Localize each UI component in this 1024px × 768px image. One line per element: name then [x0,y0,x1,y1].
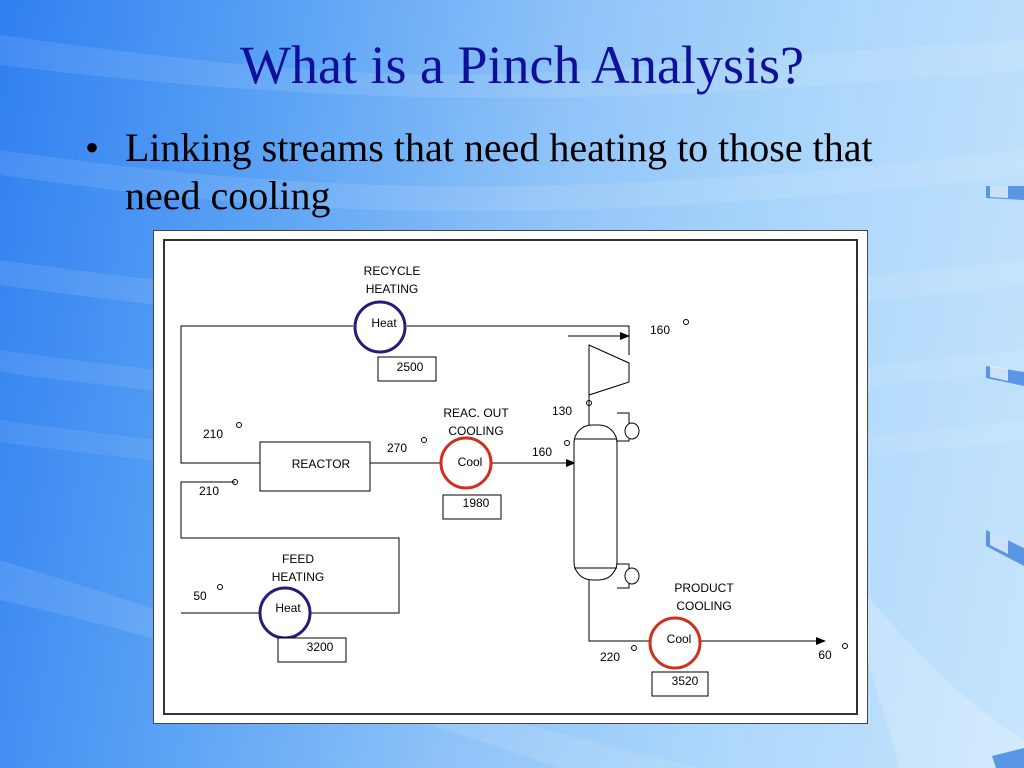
reac-out-duty-box [442,494,502,520]
slide-title: What is a Pinch Analysis? [240,35,804,95]
feed-heater: Heat 3200 FEED HEATING [258,552,347,663]
reac-out-duty: 1980 [463,496,490,510]
recycle-duty: 2500 [397,360,424,374]
reactor-box [259,441,371,492]
recycle-label-2: HEATING [366,282,418,296]
bottoms-line [588,580,650,642]
temp-product-out: 60 [818,648,832,662]
temp-bottoms-out: 220 [600,650,620,664]
compressor-icon [588,344,630,396]
reac-out-cooler: Cool 1980 REAC. OUT COOLING [439,406,509,520]
product-label-1: PRODUCT [674,581,734,595]
bullet-text: Linking streams that need heating to tho… [125,125,873,218]
product-duty: 3520 [672,674,699,688]
condenser-drum [624,422,640,440]
degree-marks [217,319,848,651]
distillation-column [573,424,618,581]
reac-out-label-2: COOLING [448,424,503,438]
temp-recycle-out: 160 [650,323,670,337]
feed-loop-line [180,481,400,614]
reac-out-label-1: REAC. OUT [443,406,509,420]
right-edge-ribbons [986,186,1024,768]
recycle-heater: Heat 2500 RECYCLE HEATING [353,264,437,382]
diagram-inner-border [163,239,858,715]
product-cooler-symbol: Cool [667,632,692,646]
product-cooler: Cool 3520 PRODUCT COOLING [648,581,734,697]
recycle-heater-symbol: Heat [371,316,397,330]
temp-compressor-out: 130 [552,404,572,418]
temp-reactor-in-feed: 210 [199,484,219,498]
feed-label-1: FEED [282,552,314,566]
feed-label-2: HEATING [272,570,324,584]
recycle-to-compressor-line [407,325,630,355]
temp-reactor-in-recycle: 210 [203,427,223,441]
process-flow-diagram: Heat 2500 RECYCLE HEATING Cool 1980 REAC… [180,264,848,697]
recycle-label-1: RECYCLE [364,264,421,278]
reboiler-drum [624,567,640,585]
feed-duty-box [277,637,347,663]
recycle-duty-box [377,356,437,382]
reac-out-cooler-symbol: Cool [458,455,483,469]
product-duty-box [651,671,709,697]
feed-heater-symbol: Heat [275,601,301,615]
bullet-icon: • [85,125,100,170]
recycle-stream-line [180,325,353,464]
temp-column-in: 160 [532,445,552,459]
feed-duty: 3200 [307,640,334,654]
product-label-2: COOLING [676,599,731,613]
temp-feed-in: 50 [193,589,207,603]
temp-reactor-out: 270 [387,441,407,455]
reactor-label: REACTOR [292,457,351,471]
